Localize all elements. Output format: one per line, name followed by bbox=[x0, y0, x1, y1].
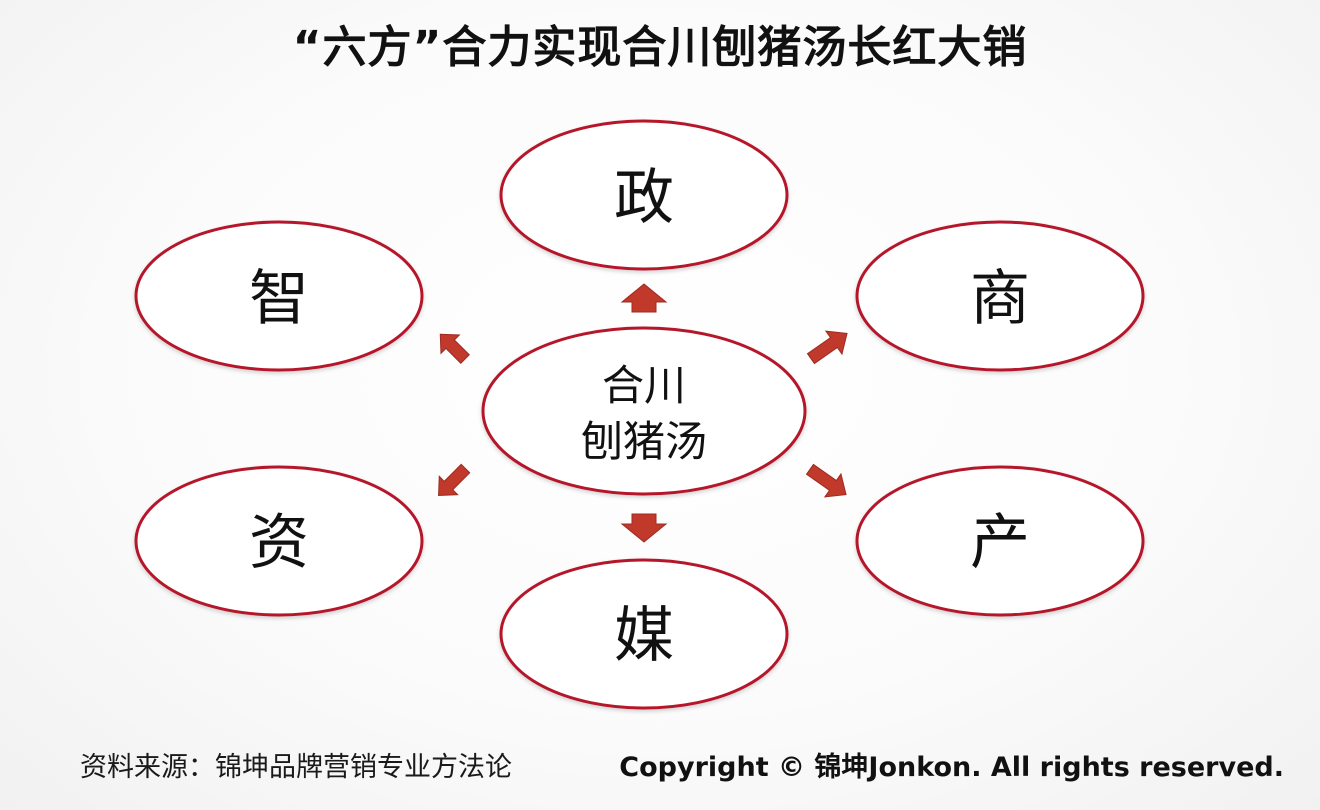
page-title: “六方”合力实现合川刨猪汤长红大销 bbox=[292, 22, 1028, 73]
arrow-upper-left bbox=[439, 333, 470, 364]
footer-copyright: Copyright © 锦坤Jonkon. All rights reserve… bbox=[619, 752, 1284, 783]
node-upper-right-ellipse bbox=[855, 220, 1145, 372]
node-lower-left: 资 bbox=[134, 465, 424, 617]
node-lower-right-ellipse bbox=[855, 465, 1145, 617]
node-upper-left-label: 智 bbox=[249, 264, 309, 334]
arrow-lower-right bbox=[805, 463, 847, 498]
node-lower-left-label: 资 bbox=[249, 508, 309, 578]
node-center: 合川 刨猪汤 bbox=[481, 326, 807, 496]
arrow-upper-right bbox=[806, 330, 848, 365]
node-bottom-label: 媒 bbox=[614, 601, 674, 671]
node-center-label-line1: 合川 bbox=[602, 361, 686, 410]
node-upper-left: 智 bbox=[134, 220, 424, 372]
arrow-down bbox=[620, 513, 668, 543]
node-center-ellipse bbox=[481, 326, 807, 496]
node-bottom-ellipse bbox=[499, 558, 789, 710]
node-center-label-line2: 刨猪汤 bbox=[581, 417, 707, 466]
node-top-ellipse bbox=[499, 119, 789, 271]
node-bottom: 媒 bbox=[499, 558, 789, 710]
node-lower-right-label: 产 bbox=[970, 508, 1030, 578]
arrow-up bbox=[620, 283, 668, 313]
arrow-lower-left bbox=[438, 463, 471, 496]
footer-source: 资料来源：锦坤品牌营销专业方法论 bbox=[80, 752, 512, 783]
node-top: 政 bbox=[499, 119, 789, 271]
node-lower-left-ellipse bbox=[134, 465, 424, 617]
node-upper-right: 商 bbox=[855, 220, 1145, 372]
node-top-label: 政 bbox=[614, 163, 674, 233]
node-lower-right: 产 bbox=[855, 465, 1145, 617]
node-upper-right-label: 商 bbox=[970, 264, 1030, 334]
node-upper-left-ellipse bbox=[134, 220, 424, 372]
